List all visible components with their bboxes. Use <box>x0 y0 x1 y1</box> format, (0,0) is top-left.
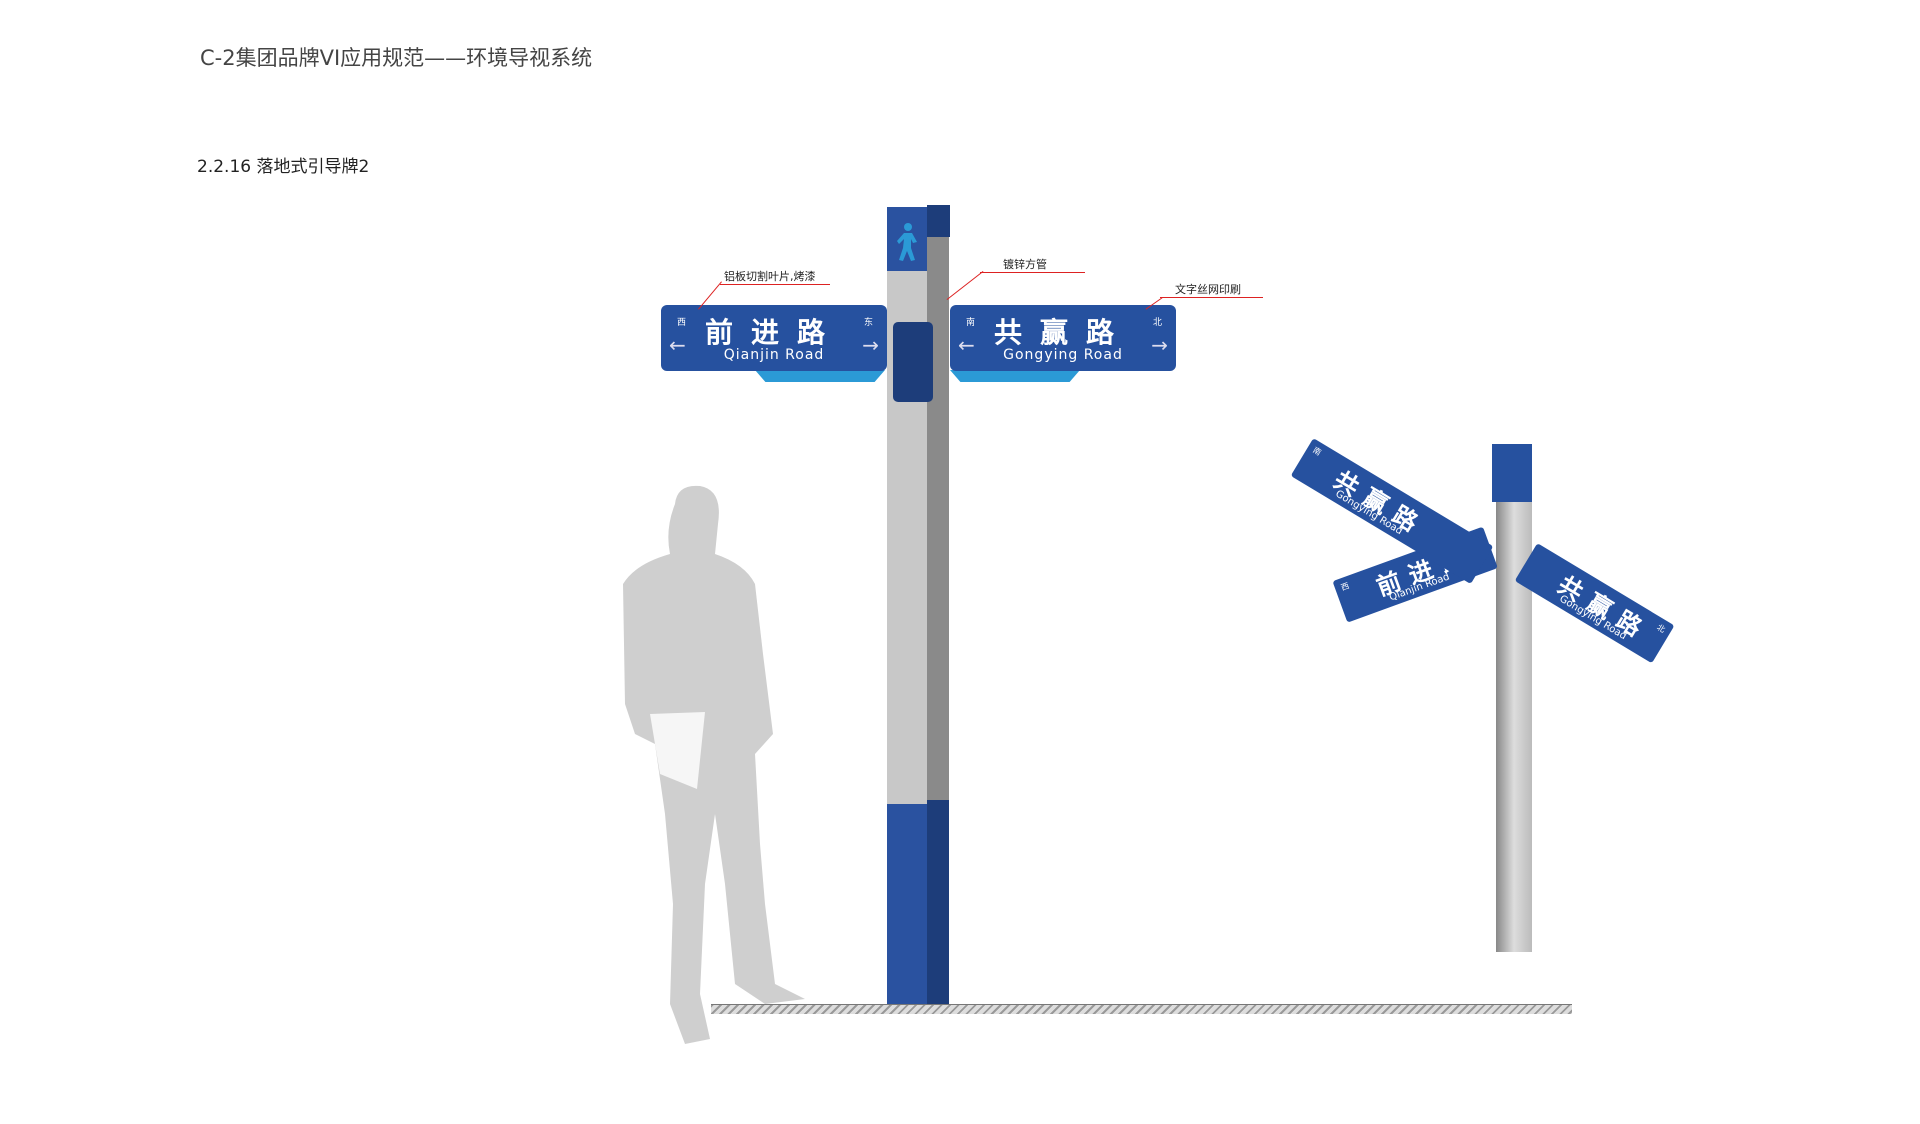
person-silhouette <box>623 485 805 1044</box>
mounting-bracket <box>893 322 933 402</box>
perspective-sign-gongying-2: 北 共赢路 Gongying Road <box>1514 543 1675 664</box>
callout-line <box>980 272 1085 273</box>
arrow-left-icon: ← <box>669 333 686 357</box>
direction-north: 北 <box>1152 318 1162 328</box>
direction-south: 南 <box>1311 445 1323 458</box>
pole-base <box>887 804 927 1004</box>
perspective-pole <box>1496 470 1532 952</box>
callout-line <box>1160 297 1263 298</box>
sign-gongying-road: 南 北 ← → 共赢路 Gongying Road <box>950 305 1176 371</box>
sign-name-cn: 前进路 <box>704 316 843 349</box>
direction-east: 东 <box>863 318 873 328</box>
sign-underline <box>755 370 885 382</box>
sign-name-en: Gongying Road <box>1003 347 1123 363</box>
direction-north: 北 <box>1655 622 1667 635</box>
pole-cap-side <box>927 205 950 237</box>
section-title: 2.2.16 落地式引导牌2 <box>197 157 370 177</box>
callout-leader <box>946 270 984 301</box>
sign-underline <box>950 370 1080 382</box>
sign-qianjin-road: 西 东 ← → 前进路 Qianjin Road <box>661 305 887 371</box>
arrow-right-icon: → <box>862 333 879 357</box>
arrow-left-icon: ← <box>958 333 975 357</box>
pole-base-side <box>927 800 949 1004</box>
callout-line <box>720 284 830 285</box>
direction-south: 南 <box>966 318 976 328</box>
callout-pipe: 镀锌方管 <box>1003 258 1047 271</box>
sign-name-en: Qianjin Road <box>723 347 825 363</box>
sign-name-cn: 共赢路 <box>993 316 1132 349</box>
ground-line <box>711 1004 1572 1014</box>
walking-person-icon <box>897 223 917 261</box>
direction-west: 西 <box>677 318 687 328</box>
callout-blade: 铝板切割叶片,烤漆 <box>724 270 816 283</box>
perspective-pole-cap <box>1492 444 1532 502</box>
callout-print: 文字丝网印刷 <box>1175 283 1241 296</box>
direction-west: 西 <box>1339 581 1351 593</box>
arrow-right-icon: → <box>1151 333 1168 357</box>
page-title: C-2集团品牌VI应用规范——环境导视系统 <box>200 46 593 70</box>
